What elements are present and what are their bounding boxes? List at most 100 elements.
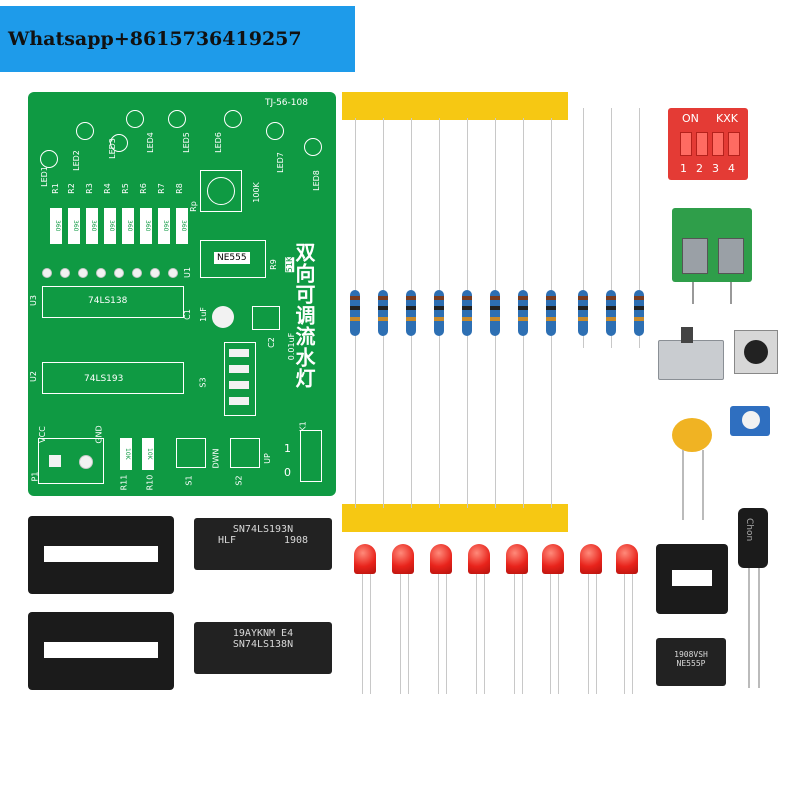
up-label: UP: [262, 453, 272, 464]
ic-socket-16pin: [28, 516, 174, 594]
push-button: [734, 330, 778, 374]
r5-label: R5: [120, 183, 130, 194]
dip-on-label: ON: [682, 112, 699, 125]
red-led: [506, 544, 528, 574]
u3-chip-label: 74LS138: [88, 296, 128, 306]
led-lead: [362, 574, 363, 694]
c1-footprint: [212, 306, 234, 328]
pad: [96, 268, 106, 278]
resistor: [462, 290, 472, 336]
pot-circle: [207, 177, 235, 205]
resistor: [578, 290, 588, 336]
led-footprint: [76, 122, 94, 140]
led-lead: [588, 574, 589, 694]
capacitor-lead: [748, 568, 750, 688]
led7-label: LED7: [275, 152, 285, 173]
chip-line-1: 19AYKNM E4: [232, 628, 294, 639]
chip-line-2: NE555P: [676, 659, 706, 668]
chip-line-1: SN74LS193N: [232, 524, 294, 535]
pad: [229, 365, 249, 373]
led-lead: [446, 574, 447, 694]
c2-footprint: [252, 306, 280, 330]
resistor: [606, 290, 616, 336]
resistor-slot: 360: [50, 208, 62, 244]
whatsapp-banner: Whatsapp+8615736419257: [0, 6, 355, 72]
pcb-board: TJ-56-108 LED1 LED2 LED3 LED4 LED5 LED6 …: [28, 92, 336, 496]
red-led: [616, 544, 638, 574]
led-lead: [438, 574, 439, 694]
led-lead: [624, 574, 625, 694]
led-footprint: [266, 122, 284, 140]
terminal-pin: [692, 282, 694, 304]
pcb-model-label: TJ-56-108: [265, 98, 308, 108]
one-label: 1: [284, 442, 291, 455]
rp-value: 100K: [251, 182, 261, 203]
resistor: [406, 290, 416, 336]
terminal-screw: [682, 238, 708, 274]
led-footprint: [40, 150, 58, 168]
ceramic-capacitor: [672, 418, 712, 452]
pad: [168, 268, 178, 278]
chip-line-1: 1908VSH: [674, 650, 708, 659]
r7-label: R7: [156, 183, 166, 194]
dip-num-2: 2: [696, 162, 703, 175]
dip-num-1: 1: [680, 162, 687, 175]
zero-label: 0: [284, 466, 291, 479]
dip-switch: ON KXK 1 2 3 4: [668, 108, 748, 180]
u1-label: U1: [182, 267, 192, 278]
led-footprint: [126, 110, 144, 128]
pad: [150, 268, 160, 278]
dip-num-4: 4: [728, 162, 735, 175]
red-led: [392, 544, 414, 574]
resistor-lead: [639, 108, 640, 348]
s1-label: S1: [184, 475, 194, 486]
chip-sn74ls138: 19AYKNM E4 SN74LS138N: [194, 622, 332, 674]
led-lead: [558, 574, 559, 694]
r4-label: R4: [102, 183, 112, 194]
chip-line-2a: HLF: [217, 535, 237, 546]
potentiometer-footprint: [200, 170, 242, 212]
c1-value: 1uF: [198, 307, 208, 322]
s1-footprint: [176, 438, 206, 468]
resistor-slot: 360: [140, 208, 152, 244]
pad: [49, 455, 61, 467]
r11-slot: 10K: [120, 438, 132, 470]
r10-label: R10: [145, 474, 155, 491]
socket-window: [44, 642, 158, 658]
pad: [42, 268, 52, 278]
chip-line-2: HLF 1908: [194, 535, 332, 546]
electrolytic-capacitor: Chon: [738, 508, 768, 568]
resistor: [546, 290, 556, 336]
slide-switch-knob: [681, 327, 693, 343]
led-lead: [522, 574, 523, 694]
dip-brand-label: KXK: [716, 112, 738, 125]
s3-label: S3: [198, 377, 208, 388]
pad: [60, 268, 70, 278]
pad: [132, 268, 142, 278]
r3-label: R3: [84, 183, 94, 194]
led6-label: LED6: [213, 132, 223, 153]
led5-label: LED5: [181, 132, 191, 153]
s2-footprint: [230, 438, 260, 468]
push-button-cap: [744, 340, 768, 364]
resistor-slot: 360: [86, 208, 98, 244]
u1-chip-label: NE555: [214, 252, 250, 264]
ic-socket-8pin: [656, 544, 728, 614]
led8-label: LED8: [311, 170, 321, 191]
resistor: [518, 290, 528, 336]
resistor-slot: 360: [176, 208, 188, 244]
vcc-label: VCC: [37, 426, 47, 443]
dip-levers: [678, 132, 740, 158]
k1-footprint: [300, 430, 322, 482]
led-footprint: [304, 138, 322, 156]
pad: [78, 268, 88, 278]
k1-label: K1: [298, 421, 308, 432]
trimmer-dial: [742, 411, 760, 429]
dip-lever: [696, 132, 708, 156]
dip-lever: [680, 132, 692, 156]
r6-label: R6: [138, 183, 148, 194]
s2-label: S2: [234, 475, 244, 486]
u3-label: U3: [28, 295, 38, 306]
chip-line-2: SN74LS138N: [232, 639, 294, 650]
u2-outline: [42, 362, 184, 394]
